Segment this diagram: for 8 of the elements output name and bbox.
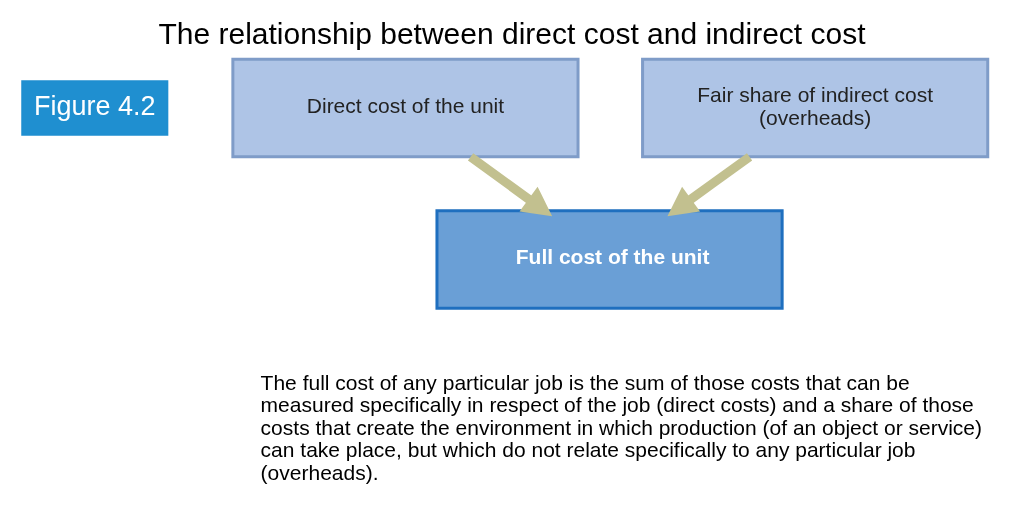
arrow [667,153,753,217]
node-box: Direct cost of the unit [231,57,580,159]
caption: The full cost of any particular job is the sum of those costs that can be measured specifically in respect of the job (direct costs) and a share of those costs that create the environment in which production (of an object or service) can take place, but which do not relate specifically to any particular job (overheads). [260,370,982,484]
label: Figure 4.2 [34,90,156,121]
node-box: Full cost of the unit [435,209,784,310]
diagram-title: The relationship between direct cost and indirect cost [158,17,866,51]
arrow [467,153,553,217]
node-box: Fair share of indirect cost (overheads) [641,57,990,159]
